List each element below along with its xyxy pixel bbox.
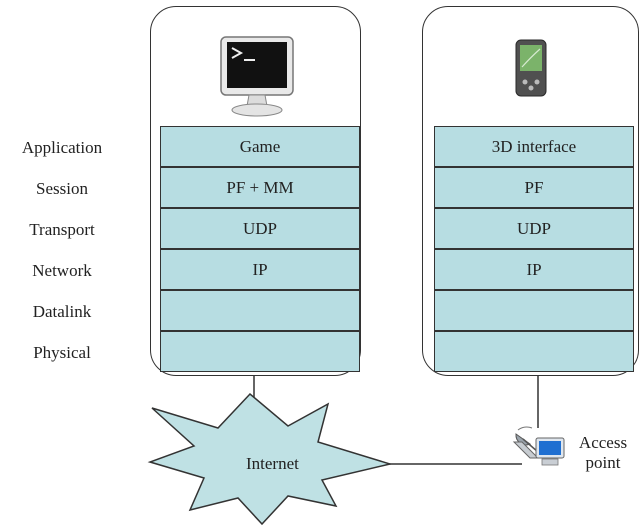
layer-label-transport: Transport	[29, 220, 95, 239]
layer-label-physical: Physical	[33, 343, 91, 362]
right-stack-row	[434, 290, 634, 331]
internet-label: Internet	[246, 454, 299, 473]
left-stack-row: PF + MM	[160, 167, 360, 208]
layer-label-session: Session	[36, 179, 88, 198]
pda-icon	[515, 39, 547, 97]
right-stack-row: 3D interface	[434, 126, 634, 167]
right-stack-row: IP	[434, 249, 634, 290]
desktop-computer-icon	[217, 34, 297, 118]
left-stack-row: Game	[160, 126, 360, 167]
left-stack-row: IP	[160, 249, 360, 290]
layer-label-network: Network	[32, 261, 92, 280]
right-stack-row: UDP	[434, 208, 634, 249]
layer-label-datalink: Datalink	[32, 302, 92, 321]
access-point-label: Access point	[570, 433, 636, 473]
left-stack-row	[160, 290, 360, 331]
left-stack-row: UDP	[160, 208, 360, 249]
access-point-label-line1: Access	[578, 433, 628, 452]
left-stack-row	[160, 331, 360, 372]
right-stack-row	[434, 331, 634, 372]
right-stack-row: PF	[434, 167, 634, 208]
wireless-access-point-icon	[512, 424, 568, 468]
internet-cloud	[147, 392, 393, 526]
layer-label-application: Application	[21, 138, 103, 157]
access-point-label-line2: point	[585, 453, 621, 472]
